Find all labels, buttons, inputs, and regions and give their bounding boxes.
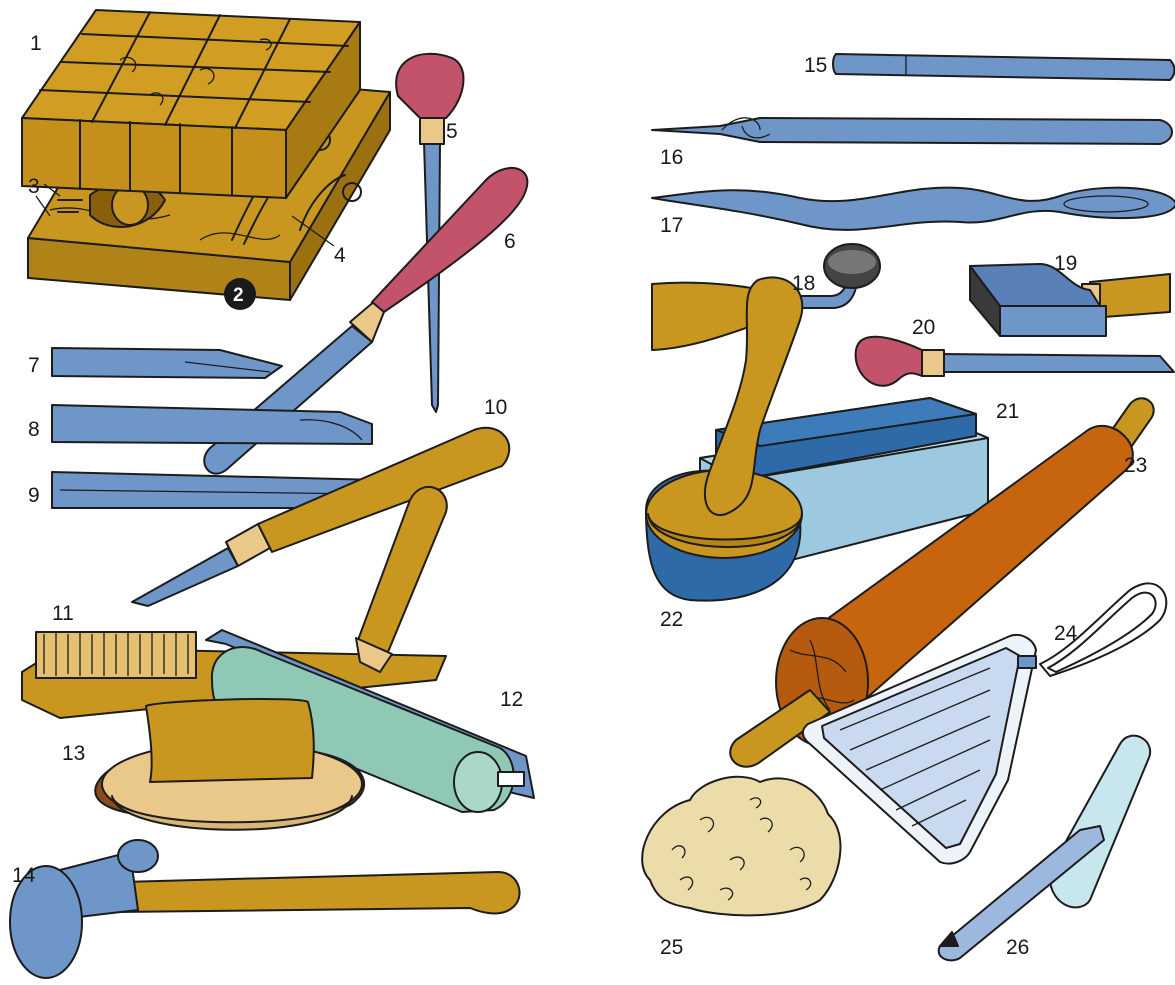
label-16: 16 (660, 146, 683, 169)
label-11: 11 (52, 602, 74, 625)
burnisher-20 (856, 337, 1174, 386)
label-18: 18 (792, 272, 815, 295)
label-24: 24 (1054, 622, 1078, 645)
label-9: 9 (28, 484, 40, 507)
label-6: 6 (504, 230, 516, 253)
label-12: 12 (500, 688, 523, 711)
label-8: 8 (28, 418, 40, 441)
chisel-wooden-handle (132, 428, 509, 606)
label-21: 21 (996, 400, 1019, 423)
label-10: 10 (484, 396, 507, 419)
label-4: 4 (334, 244, 346, 267)
label-14: 14 (12, 864, 36, 887)
label-7: 7 (28, 354, 40, 377)
label-2: 2 (233, 285, 244, 306)
label-15: 15 (804, 54, 827, 77)
label-3: 3 (28, 175, 40, 198)
fibre-pad-25 (642, 777, 840, 916)
label-5: 5 (446, 120, 458, 143)
label-22: 22 (660, 608, 683, 631)
label-25: 25 (660, 936, 683, 959)
label-17: 17 (660, 214, 683, 237)
blade-7 (52, 348, 282, 378)
spatula-17 (652, 188, 1175, 230)
rod-15 (833, 54, 1175, 80)
label-1: 1 (30, 32, 42, 55)
needle-tool-16 (652, 118, 1172, 144)
label-19: 19 (1054, 252, 1077, 275)
blade-8 (52, 405, 372, 444)
label-20: 20 (912, 316, 935, 339)
label-26: 26 (1006, 936, 1029, 959)
label-13: 13 (62, 742, 85, 765)
hammer (10, 840, 520, 978)
label-23: 23 (1124, 454, 1147, 477)
